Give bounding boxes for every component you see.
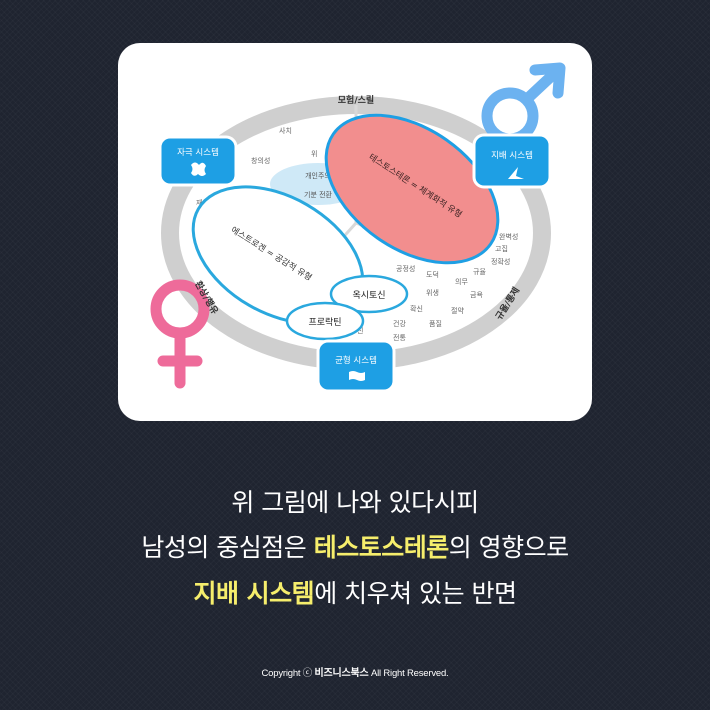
prolactin-label: 프로락틴 xyxy=(308,316,341,328)
copyright-notice: Copyright ⓒ 비즈니스북스 All Right Reserved. xyxy=(0,664,710,679)
word-label: 품질 xyxy=(429,320,442,328)
highlight-testosterone: 테스토스테론 xyxy=(313,533,450,562)
stimulus-system-label: 자극 시스템 xyxy=(177,147,219,158)
oxytocin-ellipse xyxy=(329,274,409,314)
word-label: 사치 xyxy=(279,126,292,135)
caption-line-2: 남성의 중심점은 테스토스테론의 영향으로 xyxy=(0,528,710,564)
highlight-dominance-system: 지배 시스템 xyxy=(193,579,315,608)
arrow-icon xyxy=(508,167,524,179)
puzzle-icon xyxy=(191,162,206,176)
dominance-system-box: 지배 시스템 xyxy=(472,133,552,189)
male-symbol-icon xyxy=(481,62,566,145)
word-label: 확신 xyxy=(410,304,423,313)
prolactin-ellipse xyxy=(285,301,365,341)
word-label: 전통 xyxy=(393,333,406,342)
caption-text: 에 치우쳐 있는 반면 xyxy=(314,579,517,608)
word-label: 규율 xyxy=(473,268,486,276)
female-symbol-icon xyxy=(150,279,210,389)
word-label: 고집 xyxy=(495,244,508,253)
word-label: 위 xyxy=(311,150,317,158)
balance-system-box: 균형 시스템 xyxy=(316,339,396,393)
word-label: 절약 xyxy=(451,306,464,315)
center-term: 기분 전환 xyxy=(304,190,333,199)
stimulus-system-box: 자극 시스템 xyxy=(158,135,238,187)
caption-line-1: 위 그림에 나와 있다시피 xyxy=(0,483,710,519)
publisher-logo: 비즈니스북스 xyxy=(314,668,369,679)
word-label: 완벽성 xyxy=(499,232,518,241)
testosterone-ellipse xyxy=(324,113,500,265)
word-label: 창의성 xyxy=(251,156,270,165)
word-label: 금욕 xyxy=(470,291,483,299)
ring-label-top: 모험/스릴 xyxy=(338,94,374,106)
caption-text: 남성의 중심점은 xyxy=(141,533,314,562)
caption-text: 의 영향으로 xyxy=(448,533,569,562)
dominance-system-label: 지배 시스템 xyxy=(491,150,533,161)
word-label: 의무 xyxy=(455,277,468,286)
word-label: 신 xyxy=(357,326,363,335)
oxytocin-label: 옥시토신 xyxy=(352,290,385,301)
diagram-card: 모험/스릴 환상/행유 규율/통제 사치 창의성 위 재 공정성 정리 도덕 의… xyxy=(118,43,592,421)
word-label: 공정성 xyxy=(396,264,415,273)
word-label: 도덕 xyxy=(426,270,439,279)
word-label: 정확성 xyxy=(491,257,510,266)
flag-icon xyxy=(349,371,365,381)
center-term: 개인주의 xyxy=(305,171,331,180)
word-label: 건강 xyxy=(393,319,406,328)
balance-system-label: 균형 시스템 xyxy=(335,355,377,366)
caption-text: 위 그림에 나와 있다시피 xyxy=(231,488,479,517)
copyright-prefix: Copyright ⓒ xyxy=(261,668,315,679)
word-label: 위생 xyxy=(426,288,439,297)
copyright-suffix: All Right Reserved. xyxy=(368,668,449,679)
caption-line-3: 지배 시스템에 치우쳐 있는 반면 xyxy=(0,574,710,610)
personality-systems-diagram: 모험/스릴 환상/행유 규율/통제 사치 창의성 위 재 공정성 정리 도덕 의… xyxy=(150,62,566,393)
word-label: 재 xyxy=(196,199,202,207)
